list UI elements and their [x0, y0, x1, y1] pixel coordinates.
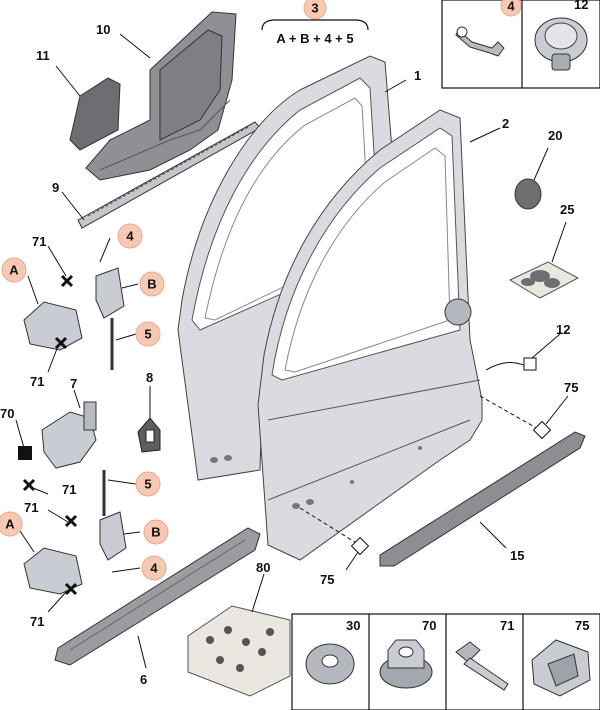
kit-group-number: 3 — [311, 1, 318, 16]
washer-icon — [305, 643, 355, 685]
hinge-a-upper — [23, 301, 83, 351]
kit-badges: A 4 B 5 5 A B 4 — [0, 223, 169, 581]
door-shell-2 — [257, 109, 483, 561]
callout-11: 11 — [36, 48, 50, 63]
callout-15: 15 — [510, 548, 524, 563]
legend-box-70-label: 70 — [422, 618, 436, 633]
callout-9: 9 — [52, 180, 59, 195]
side-moulding-15 — [379, 431, 586, 567]
legend-box-71-label: 71 — [500, 618, 514, 633]
attachment-lines — [299, 357, 552, 556]
callout-70: 70 — [0, 406, 14, 421]
callout-2: 2 — [502, 116, 509, 131]
legend-box-4-label: 4 — [507, 0, 515, 14]
callout-20: 20 — [548, 128, 562, 143]
callout-71-d: 71 — [24, 500, 38, 515]
flange-nut-icon — [379, 639, 433, 689]
bolt-icon — [455, 641, 509, 691]
badge-b-upper: B — [147, 277, 156, 292]
hinge-b-upper — [95, 267, 125, 370]
legend-box-30-label: 30 — [346, 618, 360, 633]
callout-10: 10 — [96, 22, 110, 37]
clip-kit-box-80 — [187, 605, 291, 697]
callout-badge — [500, 0, 522, 17]
callout-71-c: 71 — [62, 482, 76, 497]
plug-20 — [514, 178, 542, 210]
callout-71-b: 71 — [30, 374, 44, 389]
plug-cap-icon — [534, 17, 588, 71]
door-inner-panel-10 — [85, 11, 237, 181]
fastener-square-70 — [18, 446, 32, 460]
badge-a-lower: A — [5, 517, 15, 532]
callout-12-door: 12 — [556, 322, 570, 337]
callout-80: 80 — [256, 560, 270, 575]
callout-71-a: 71 — [32, 234, 46, 249]
clip-tool-icon — [455, 26, 505, 57]
badge-5-upper: 5 — [144, 327, 151, 342]
badge-a-upper: A — [9, 263, 19, 278]
badge-5-lower: 5 — [144, 477, 151, 492]
legend-box-75-label: 75 — [575, 618, 589, 633]
callout-6: 6 — [140, 672, 147, 687]
callout-25: 25 — [560, 202, 574, 217]
door-stop-8 — [137, 417, 161, 453]
leader-lines — [15, 33, 569, 669]
badge-4-upper: 4 — [126, 229, 134, 244]
fastener-marks-71 — [22, 274, 78, 596]
sill-moulding-6 — [54, 527, 261, 666]
legend-box-top-right: 4 12 — [441, 0, 600, 89]
callout-1: 1 — [414, 68, 421, 83]
hinge-b-lower — [99, 470, 127, 561]
legend-box-bottom: 30 70 71 75 — [291, 613, 600, 710]
badge-b-lower: B — [151, 525, 160, 540]
callout-75-upper: 75 — [564, 380, 578, 395]
callout-7: 7 — [70, 376, 77, 391]
callout-8: 8 — [146, 370, 153, 385]
kit-formula: 3 A + B + 4 + 5 — [261, 0, 369, 46]
hinge-a-lower — [23, 547, 83, 595]
foam-pad-11 — [69, 77, 121, 151]
badge-4-lower: 4 — [150, 561, 158, 576]
legend-box-12-label: 12 — [574, 0, 588, 12]
part-callouts: 1 2 10 11 9 20 25 12 75 15 75 6 80 8 7 7… — [0, 22, 578, 687]
callout-71-e: 71 — [30, 614, 44, 629]
push-clip-icon — [531, 639, 591, 697]
callout-75-lower: 75 — [320, 572, 334, 587]
kit-formula-text: A + B + 4 + 5 — [276, 31, 353, 46]
check-strap-7 — [41, 401, 97, 469]
kit-25 — [508, 261, 580, 299]
